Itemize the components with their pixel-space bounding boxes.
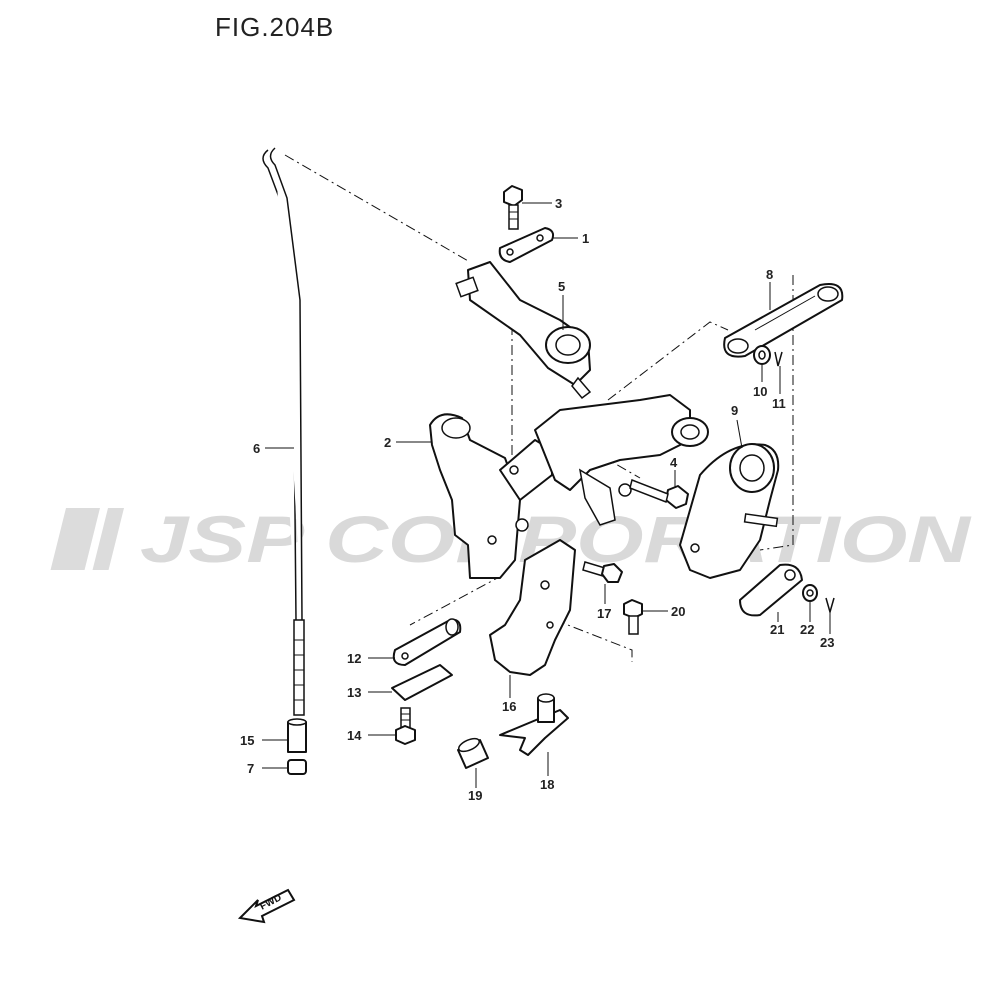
callout-4: 4 <box>670 455 678 470</box>
part-pin-23 <box>825 597 835 615</box>
part-bracket-16 <box>489 539 576 676</box>
callout-22: 22 <box>800 622 814 637</box>
figure-title: FIG.204B <box>215 12 335 42</box>
callout-2: 2 <box>384 435 391 450</box>
callout-17: 17 <box>597 606 611 621</box>
part-washer-22 <box>802 584 818 602</box>
part-bracket-left <box>429 413 553 579</box>
watermark: JSP CORPORATION <box>50 502 972 576</box>
callout-23: 23 <box>820 635 834 650</box>
part-pin-11 <box>774 351 783 367</box>
part-cam-plate <box>679 443 780 579</box>
callout-14: 14 <box>347 728 362 743</box>
part-plate-13 <box>391 664 453 701</box>
part-lever-21 <box>739 563 803 617</box>
part-bushing-19 <box>457 737 489 769</box>
part-plate-top <box>498 227 555 263</box>
part-bolt-arm <box>629 478 689 509</box>
callout-6: 6 <box>253 441 260 456</box>
part-fork-18 <box>499 693 569 756</box>
part-bolt-20 <box>623 599 643 635</box>
part-control-arm <box>534 394 709 526</box>
callout-21: 21 <box>770 622 784 637</box>
callout-1: 1 <box>582 231 589 246</box>
callout-3: 3 <box>555 196 562 211</box>
callout-15: 15 <box>240 733 254 748</box>
part-link-12 <box>392 618 462 666</box>
callout-labels: 1 2 3 4 5 6 7 8 9 10 11 12 13 14 15 16 1… <box>240 196 834 803</box>
callout-19: 19 <box>468 788 482 803</box>
callout-5: 5 <box>558 279 565 294</box>
part-shaft-housing <box>455 261 592 400</box>
callout-12: 12 <box>347 651 361 666</box>
part-rod <box>262 147 305 716</box>
callout-10: 10 <box>753 384 767 399</box>
part-nut <box>287 759 307 775</box>
part-washer-10 <box>753 345 771 365</box>
callout-16: 16 <box>502 699 516 714</box>
part-link-rod <box>723 283 844 358</box>
callout-7: 7 <box>247 761 254 776</box>
callout-9: 9 <box>731 403 738 418</box>
fwd-arrow: FWD <box>237 888 296 924</box>
part-bolt-17 <box>582 561 623 583</box>
part-bolt-14 <box>395 707 416 745</box>
part-sleeve <box>287 718 307 753</box>
callout-8: 8 <box>766 267 773 282</box>
part-bolt-top <box>503 185 523 230</box>
callout-13: 13 <box>347 685 361 700</box>
callout-11: 11 <box>772 396 786 411</box>
callout-18: 18 <box>540 777 554 792</box>
leader-lines <box>262 202 831 788</box>
callout-20: 20 <box>671 604 685 619</box>
